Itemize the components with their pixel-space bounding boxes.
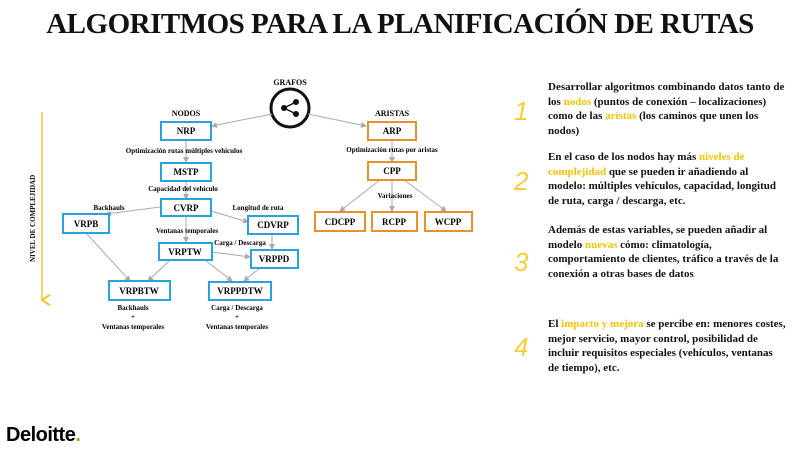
node-cdcpp — [314, 211, 366, 232]
label-variations: Variaciones — [378, 192, 413, 200]
node-cpp — [367, 161, 417, 181]
label-backhauls: Backhauls — [93, 204, 124, 212]
node-cdvrp — [247, 215, 299, 235]
label-bottom-left-2: Ventanas temporales — [102, 323, 164, 331]
node-vrptw — [158, 242, 213, 261]
node-cdvrp-label: CDVRP — [257, 220, 289, 230]
label-route-length: Longitud de ruta — [233, 204, 284, 212]
node-vrpb — [62, 213, 110, 234]
point-text-3: Además de estas variables, se pueden aña… — [548, 224, 779, 280]
complexity-axis-label: NIVEL DE COMPLEJIDAD — [29, 175, 37, 262]
node-vrppdtw — [208, 281, 272, 301]
point-number-2: 2 — [514, 166, 529, 196]
label-time-windows: Ventanas temporales — [156, 227, 218, 235]
label-capacity: Capacidad del vehículo — [148, 185, 218, 193]
point-number-3: 3 — [514, 247, 529, 277]
node-arp-label: ARP — [383, 126, 402, 136]
node-vrppd-label: VRPPD — [259, 254, 290, 264]
node-wcpp — [424, 211, 473, 232]
label-bottom-right-1: Carga / Descarga — [211, 304, 263, 312]
label-opt-edges: Optimización rutas por aristas — [346, 146, 438, 154]
node-wcpp-label: WCPP — [435, 217, 462, 227]
route-algorithm-diagram: NIVEL DE COMPLEJIDAD GRAFOS NODOS ARISTA… — [29, 78, 473, 331]
node-vrpb-label: VRPB — [74, 219, 99, 229]
node-vrppdtw-label: VRPPDTW — [217, 286, 263, 296]
node-rcpp — [371, 211, 418, 232]
node-mstp-label: MSTP — [173, 167, 199, 177]
node-arp — [367, 121, 417, 141]
node-vrpbtw — [108, 280, 171, 301]
point-number-1: 1 — [514, 96, 529, 126]
nodes-header: NODOS — [172, 109, 201, 118]
label-pickup: Carga / Descarga — [214, 239, 266, 247]
label-bottom-left-plus: + — [131, 313, 135, 321]
node-nrp-label: NRP — [177, 126, 196, 136]
label-bottom-left-1: Backhauls — [117, 304, 148, 312]
point-text-4: El impacto y mejora se percibe en: menor… — [548, 318, 786, 374]
node-vrpbtw-label: VRPBTW — [119, 286, 159, 296]
root-label: GRAFOS — [273, 78, 307, 87]
node-cvrp-label: CVRP — [174, 203, 199, 213]
node-vrptw-label: VRPTW — [168, 247, 202, 257]
node-nrp — [160, 121, 212, 141]
node-vrppd — [250, 249, 299, 269]
point-text-2: En el caso de los nodos hay más niveles … — [548, 151, 776, 207]
edges-header: ARISTAS — [375, 109, 410, 118]
node-rcpp-label: RCPP — [382, 217, 406, 227]
label-bottom-right-2: Ventanas temporales — [206, 323, 268, 331]
point-text-1: Desarrollar algoritmos combinando datos … — [548, 81, 785, 137]
point-number-4: 4 — [514, 332, 529, 362]
label-bottom-right-plus: + — [235, 313, 239, 321]
node-mstp — [160, 162, 212, 182]
label-opt-multi: Optimización rutas múltiples vehículos — [126, 147, 243, 155]
node-cdcpp-label: CDCPP — [325, 217, 356, 227]
share-icon — [269, 87, 311, 129]
node-cvrp — [160, 198, 212, 217]
page-title: ALGORITMOS PARA LA PLANIFICACIÓN DE RUTA… — [46, 8, 754, 40]
deloitte-logo: Deloitte. — [6, 424, 81, 446]
node-cpp-label: CPP — [383, 166, 401, 176]
